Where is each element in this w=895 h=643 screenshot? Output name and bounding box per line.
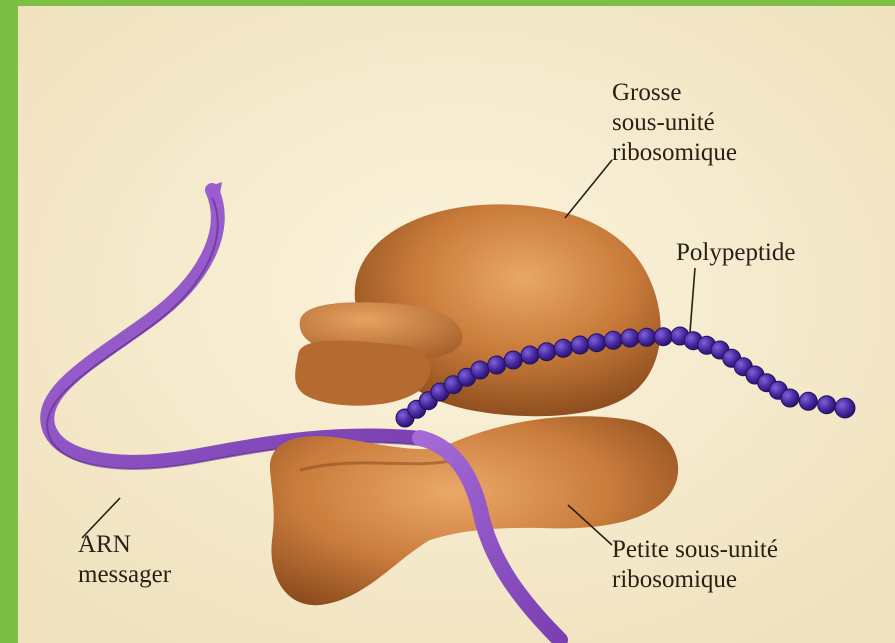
polypeptide-bead (504, 351, 522, 369)
polypeptide-bead (488, 356, 506, 374)
polypeptide-bead (604, 331, 622, 349)
label-polypeptide: Polypeptide (676, 238, 795, 268)
label-small-subunit-line2: ribosomique (612, 565, 778, 595)
polypeptide-bead (571, 336, 589, 354)
label-mrna-line2: messager (78, 560, 171, 590)
polypeptide-bead (554, 339, 572, 357)
polypeptide-bead (521, 346, 539, 364)
label-mrna: ARN messager (78, 530, 171, 590)
polypeptide-bead (538, 343, 556, 361)
polypeptide-bead (781, 389, 799, 407)
polypeptide-bead (621, 329, 639, 347)
label-large-subunit-line3: ribosomique (612, 138, 737, 168)
polypeptide-bead (638, 328, 656, 346)
label-small-subunit: Petite sous-unité ribosomique (612, 535, 778, 595)
label-large-subunit-line2: sous-unité (612, 108, 737, 138)
label-mrna-line1: ARN (78, 530, 171, 560)
label-large-subunit: Grosse sous-unité ribosomique (612, 78, 737, 168)
polypeptide-bead (835, 398, 855, 418)
polypeptide-bead (654, 328, 672, 346)
polypeptide-bead (818, 396, 836, 414)
polypeptide-bead (799, 392, 817, 410)
label-small-subunit-line1: Petite sous-unité (612, 535, 778, 565)
polypeptide-bead (471, 361, 489, 379)
polypeptide-bead (588, 334, 606, 352)
label-large-subunit-line1: Grosse (612, 78, 737, 108)
